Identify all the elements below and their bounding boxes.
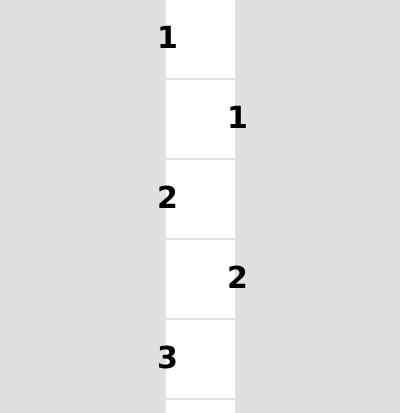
grid-cell-3[interactable]: 2 [157, 160, 235, 238]
cell-number: 2 [227, 261, 248, 296]
cell-number: 1 [157, 21, 178, 56]
cell-number: 1 [227, 101, 248, 136]
grid-cell-4[interactable]: 2 [166, 240, 248, 318]
cell-number: 3 [157, 341, 178, 376]
cell-divider [166, 238, 235, 240]
grid-cell-1[interactable]: 1 [157, 0, 235, 78]
grid-cell-5[interactable]: 3 [157, 320, 235, 398]
grid-cell-6[interactable] [166, 400, 235, 413]
item-strip: 1 1 2 2 3 [157, 0, 248, 413]
cell-divider [166, 78, 235, 80]
cell-number: 2 [157, 181, 178, 216]
cell-divider [166, 398, 235, 400]
cell-divider [166, 318, 235, 320]
grid-cell-2[interactable]: 1 [166, 80, 248, 158]
cell-divider [166, 158, 235, 160]
